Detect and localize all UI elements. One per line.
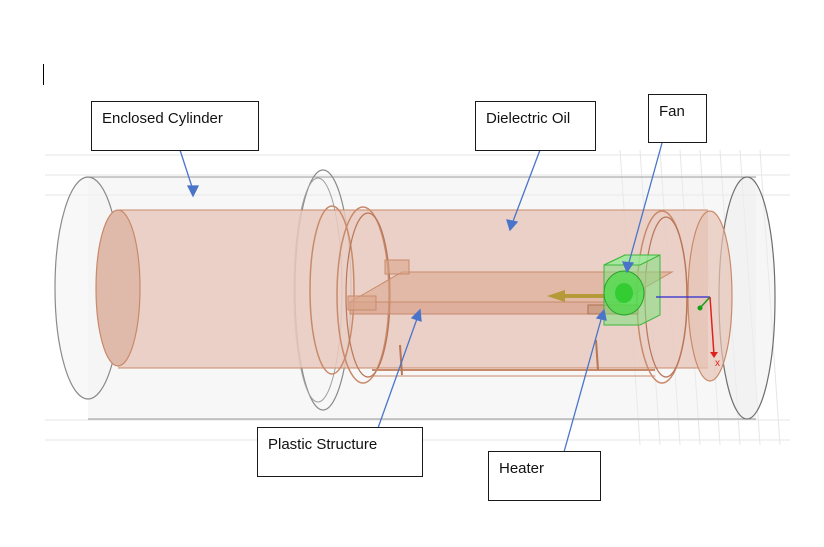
label-plastic-structure-text: Plastic Structure <box>268 436 378 453</box>
label-enclosed-cylinder: Enclosed Cylinder <box>91 101 259 151</box>
callout-arrows <box>179 142 663 453</box>
coordinate-axes <box>656 296 718 358</box>
label-fan: Fan <box>648 94 707 143</box>
arrow-dielectric-oil <box>511 149 541 225</box>
label-dielectric-oil: Dielectric Oil <box>475 101 596 151</box>
arrow-plastic-structure <box>377 315 419 429</box>
fan-shape <box>603 254 661 326</box>
arrow-enclosed-cylinder <box>179 149 194 191</box>
label-dielectric-oil-text: Dielectric Oil <box>486 110 571 127</box>
text-cursor <box>43 64 44 85</box>
label-fan-text: Fan <box>659 103 685 120</box>
label-heater: Heater <box>488 451 601 501</box>
label-plastic-structure: Plastic Structure <box>257 427 423 477</box>
label-heater-text: Heater <box>499 460 545 477</box>
arrow-fan <box>627 142 663 267</box>
axis-x-label: x <box>715 358 720 369</box>
label-enclosed-cylinder-text: Enclosed Cylinder <box>102 110 223 127</box>
arrow-heater <box>563 315 603 453</box>
